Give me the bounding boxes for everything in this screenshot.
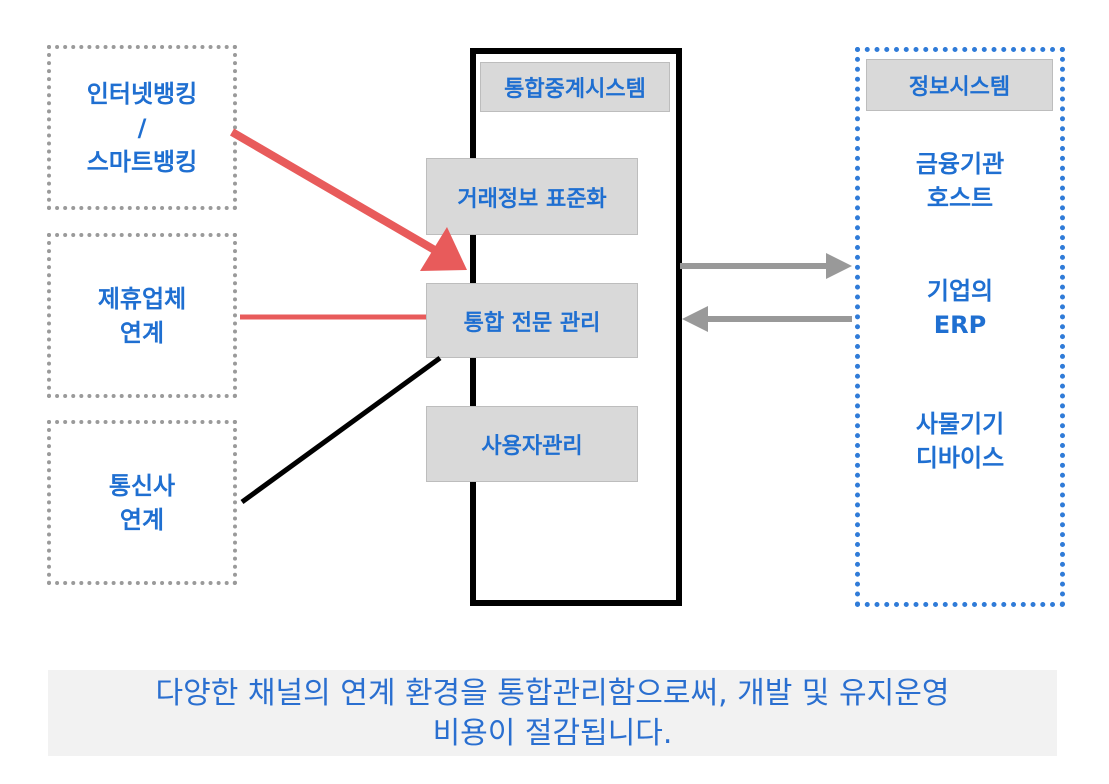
module-standardization: 거래정보 표준화 bbox=[426, 158, 638, 235]
source-partner-label: 제휴업체 연계 bbox=[98, 282, 186, 350]
red-arrow-head bbox=[420, 227, 467, 271]
red-arrow-line bbox=[229, 128, 441, 256]
hub-title: 통합중계시스템 bbox=[480, 62, 670, 112]
source-telecom-line2: 연계 bbox=[119, 505, 165, 534]
source-partner: 제휴업체 연계 bbox=[47, 233, 237, 398]
caption-line1: 다양한 채널의 연계 환경을 통합관리함으로써, 개발 및 유지운영 bbox=[155, 676, 950, 711]
black-connector-line bbox=[240, 355, 442, 505]
source-partner-line1: 제휴업체 bbox=[97, 284, 187, 313]
info-item-financial-host: 금융기관 호스트 bbox=[857, 147, 1063, 215]
source-telecom: 통신사 연계 bbox=[47, 420, 237, 585]
info-item-financial-host-line1: 금융기관 bbox=[915, 150, 1005, 178]
caption-line2: 비용이 절감됩니다. bbox=[432, 716, 673, 751]
grey-arrow-right-head bbox=[826, 253, 852, 279]
caption-banner: 다양한 채널의 연계 환경을 통합관리함으로써, 개발 및 유지운영 비용이 절… bbox=[48, 670, 1057, 756]
info-system-title: 정보시스템 bbox=[866, 59, 1053, 111]
source-internet-banking: 인터넷뱅킹 / 스마트뱅킹 bbox=[47, 45, 237, 210]
info-item-enterprise-erp-line1: 기업의 bbox=[926, 277, 994, 305]
source-internet-banking-line2: / bbox=[137, 113, 147, 142]
source-partner-line2: 연계 bbox=[119, 318, 165, 347]
source-internet-banking-label: 인터넷뱅킹 / 스마트뱅킹 bbox=[87, 77, 197, 179]
info-item-financial-host-line2: 호스트 bbox=[926, 184, 994, 212]
source-telecom-line1: 통신사 bbox=[108, 471, 176, 500]
info-item-enterprise-erp: 기업의 ERP bbox=[857, 274, 1063, 342]
info-item-iot-device: 사물기기 디바이스 bbox=[857, 407, 1063, 475]
module-user-management: 사용자관리 bbox=[426, 406, 638, 482]
info-item-iot-device-line1: 사물기기 bbox=[915, 410, 1005, 438]
module-message-management: 통합 전문 관리 bbox=[426, 283, 638, 358]
info-system-box bbox=[855, 47, 1065, 607]
source-telecom-label: 통신사 연계 bbox=[109, 469, 175, 537]
grey-arrow-left-head bbox=[682, 306, 708, 332]
info-item-iot-device-line2: 디바이스 bbox=[915, 444, 1005, 472]
source-internet-banking-line1: 인터넷뱅킹 bbox=[86, 79, 198, 108]
info-item-enterprise-erp-line2: ERP bbox=[933, 311, 987, 339]
source-internet-banking-line3: 스마트뱅킹 bbox=[86, 147, 198, 176]
